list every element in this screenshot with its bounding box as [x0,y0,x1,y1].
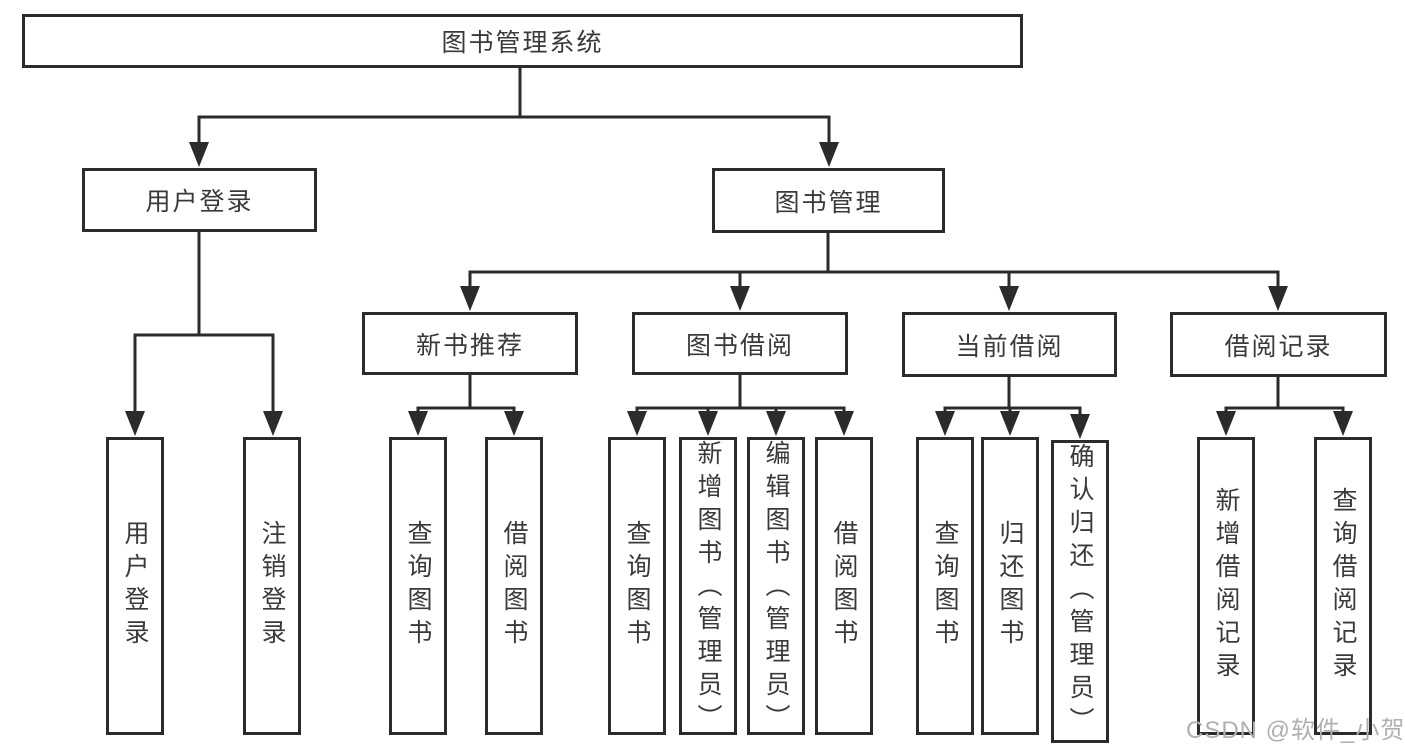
arrowhead-icon [504,411,524,436]
leaf-query-borrow-record: 查询借阅记录 [1314,437,1372,735]
arrowhead-icon [935,411,955,436]
arrowhead-icon [1000,411,1020,436]
node-user-login: 用户登录 [82,168,317,232]
leaf-add-borrow-record: 新增借阅记录 [1197,437,1255,735]
leaf-query-books-borrowing: 查询图书 [608,437,666,735]
arrowhead-icon [999,286,1019,311]
leaf-borrow-books-recommend: 借阅图书 [485,437,543,735]
arrowhead-icon [408,411,428,436]
node-borrow-records: 借阅记录 [1170,312,1387,377]
leaf-return-books: 归还图书 [981,437,1039,735]
csdn-watermark: CSDN @软件_小贺同学 [1186,717,1405,744]
arrowhead-icon [766,411,786,436]
leaf-logout: 注销登录 [243,437,301,735]
leaf-user-login: 用户登录 [106,437,164,735]
leaf-query-books-recommend: 查询图书 [389,437,447,735]
node-current-borrowing: 当前借阅 [902,312,1117,377]
arrowhead-icon [125,411,145,436]
node-book-borrowing: 图书借阅 [632,312,848,375]
node-book-management: 图书管理 [712,168,945,233]
node-library-management-system: 图书管理系统 [22,14,1023,68]
arrowhead-icon [698,411,718,436]
arrowhead-icon [263,411,283,436]
arrowhead-icon [1333,411,1353,436]
arrowhead-icon [730,286,750,311]
arrowhead-icon [1070,414,1090,439]
leaf-borrow-books-borrowing: 借阅图书 [815,437,873,735]
arrowhead-icon [1216,411,1236,436]
arrowhead-icon [819,142,839,167]
arrowhead-icon [460,286,480,311]
arrowhead-icon [189,142,209,167]
leaf-add-book-admin: 新增图书（管理员） [679,437,737,737]
leaf-confirm-return-admin: 确认归还（管理员） [1051,440,1109,743]
node-new-book-recommendation: 新书推荐 [362,312,578,375]
arrowhead-icon [1268,286,1288,311]
arrowhead-icon [834,411,854,436]
leaf-edit-book-admin: 编辑图书（管理员） [747,437,805,737]
leaf-query-books-current: 查询图书 [916,437,974,735]
arrowhead-icon [627,411,647,436]
